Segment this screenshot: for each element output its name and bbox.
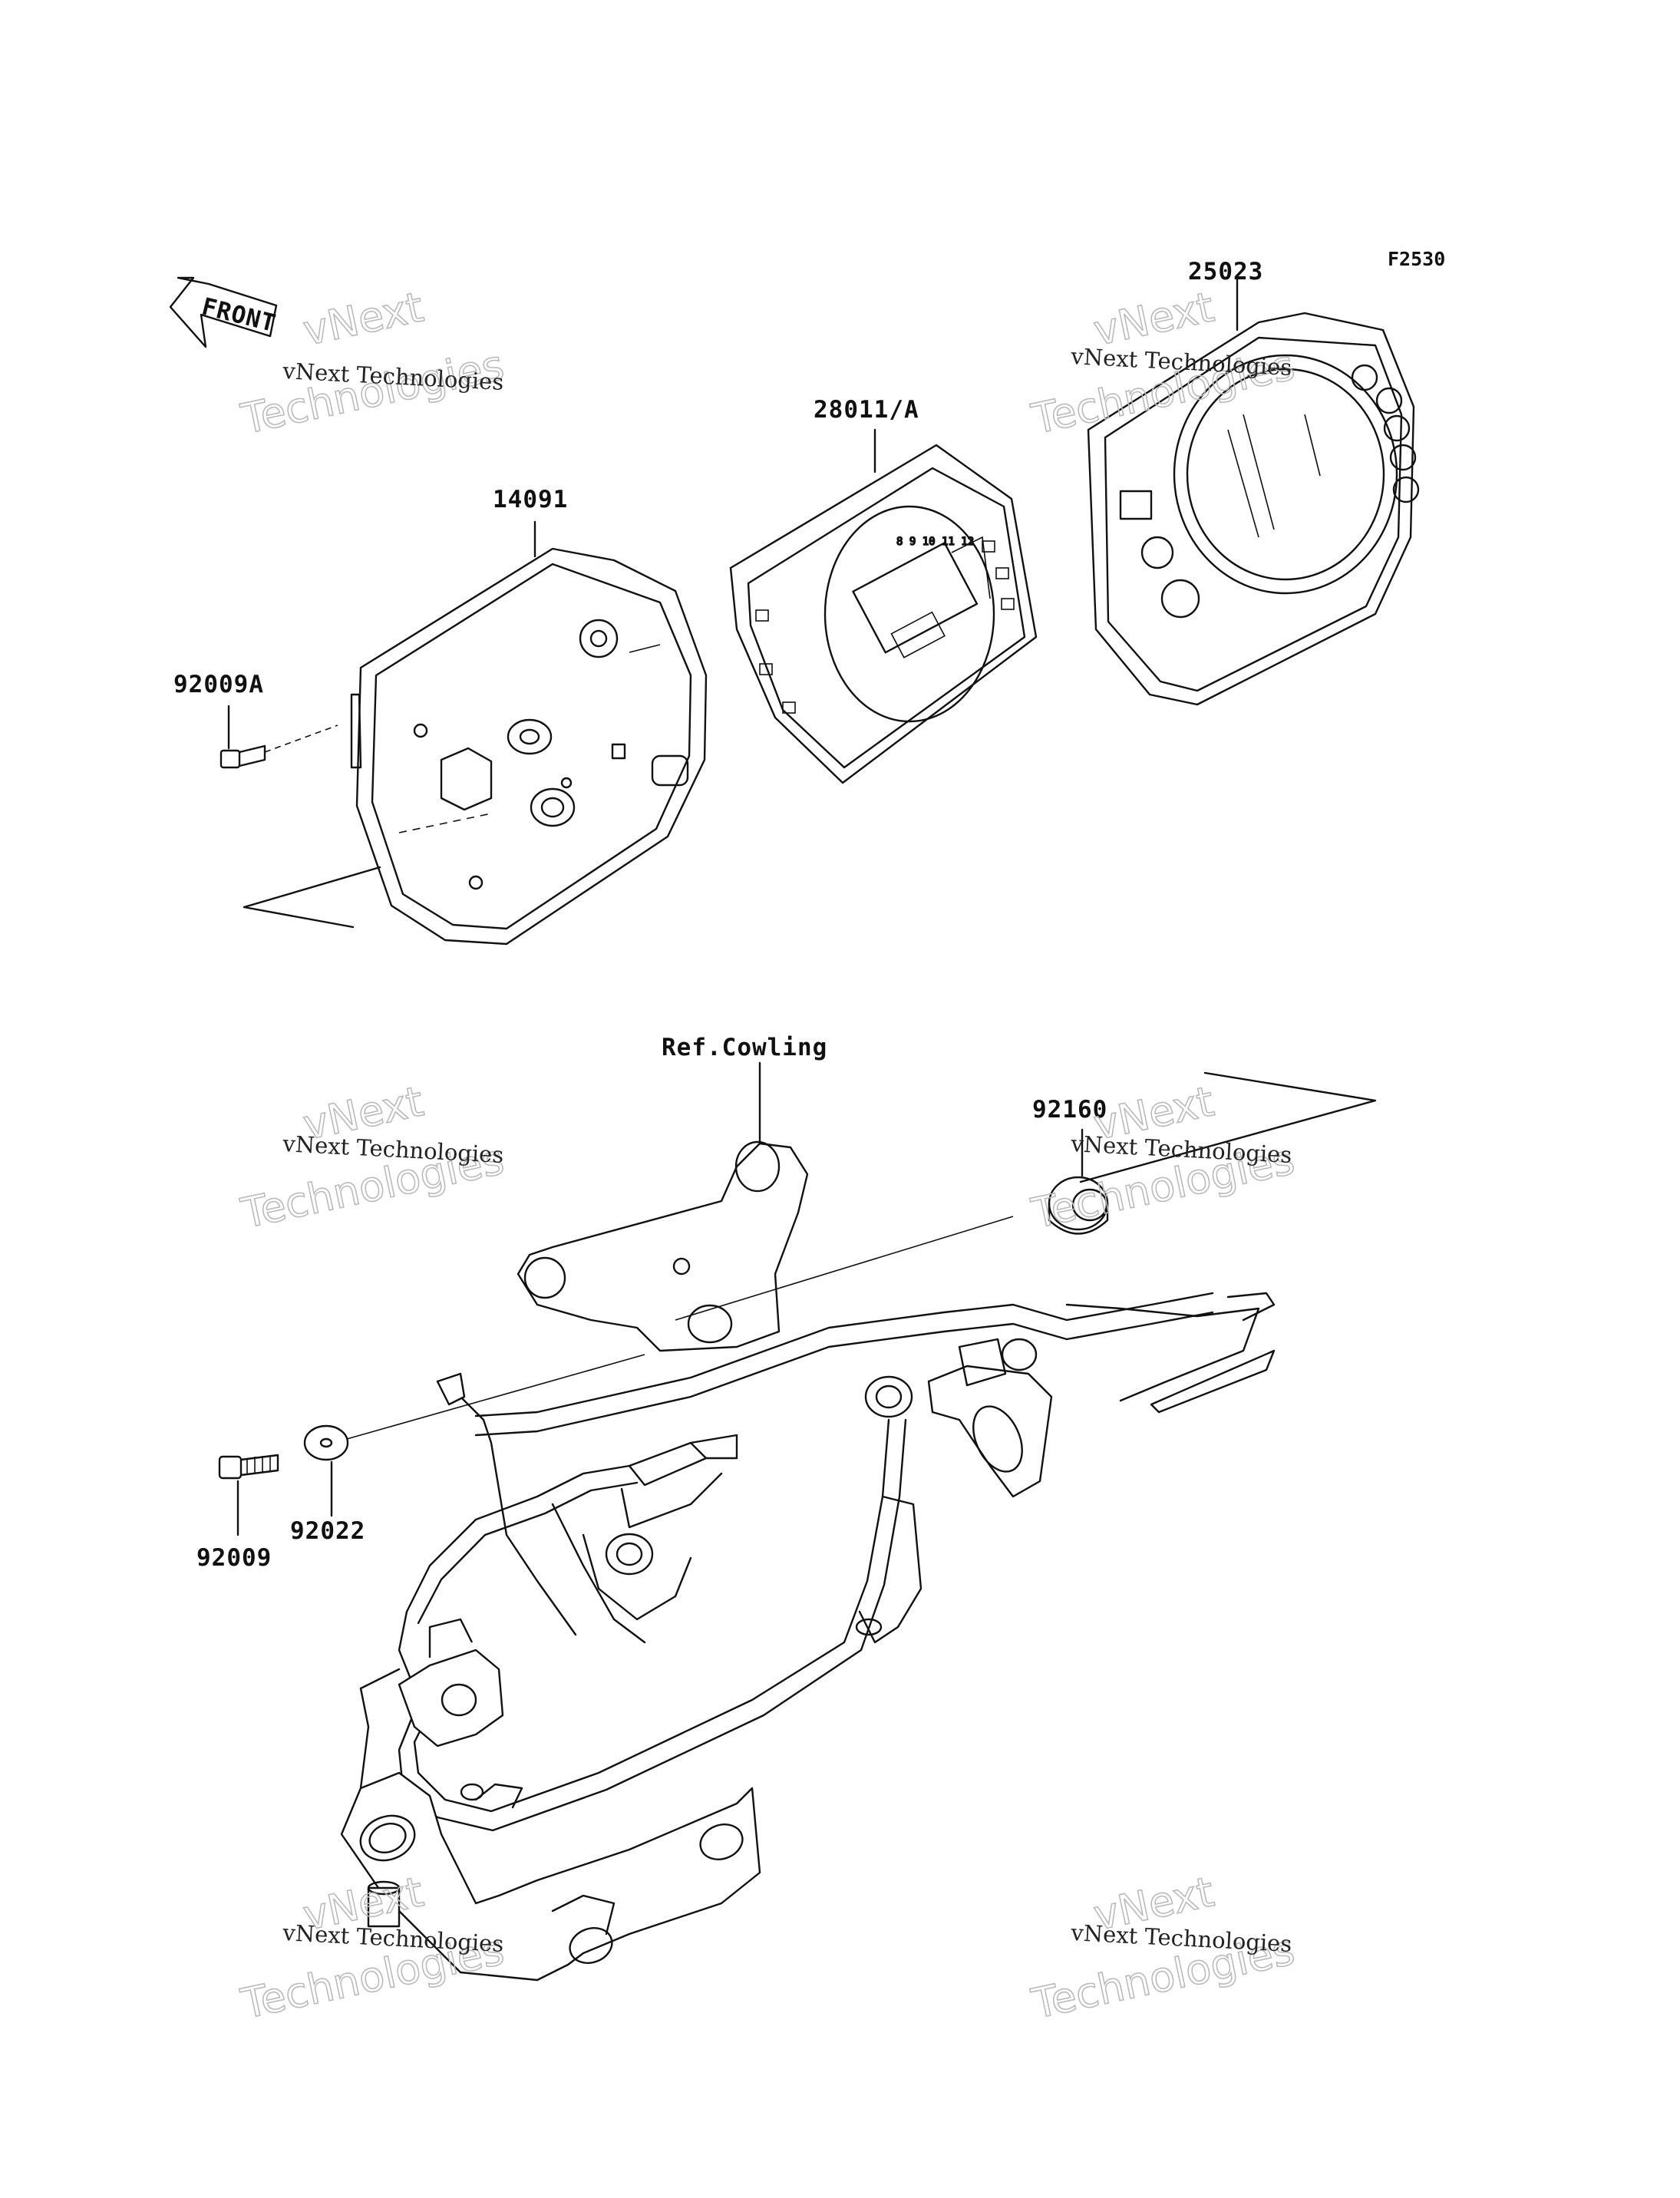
meter-unit-28011a[interactable]: 8 9 10 11 12 — [729, 444, 1038, 784]
figure-code: F2530 — [1388, 248, 1445, 270]
bolt-92009[interactable] — [218, 1454, 279, 1480]
indicator-lights — [1351, 364, 1420, 503]
part-label-28011a: 28011/A — [814, 396, 919, 424]
part-label-25023: 25023 — [1188, 258, 1263, 285]
watermark-top-left: vNext Technologies vNext Technologies — [236, 282, 509, 444]
part-label-92022: 92022 — [290, 1517, 365, 1545]
svg-text:vNext: vNext — [299, 282, 427, 355]
part-label-92009a: 92009A — [173, 671, 264, 698]
part-label-92160: 92160 — [1032, 1096, 1107, 1124]
meter-case-14091[interactable] — [350, 547, 708, 946]
part-label-14091: 14091 — [493, 486, 568, 513]
svg-text:vNext: vNext — [1090, 282, 1218, 355]
meter-connector-pins — [755, 540, 1015, 714]
ref-cowling-label: Ref.Cowling — [662, 1034, 827, 1061]
watermark-middle-left: vNext Technologies vNext Technologies — [236, 1076, 509, 1238]
watermark-bottom-right: vNext Technologies vNext Technologies — [1027, 1866, 1299, 2028]
washer-92022[interactable] — [303, 1424, 349, 1461]
grommet-92160[interactable] — [1048, 1176, 1109, 1235]
watermark-top-right: vNext Technologies vNext Technologies — [1027, 282, 1299, 444]
meter-cover-25023[interactable] — [1087, 312, 1420, 706]
screw-92009a[interactable] — [219, 724, 338, 769]
part-label-92009: 92009 — [196, 1544, 272, 1572]
front-arrow-icon: FRONT — [169, 276, 279, 348]
svg-text:8 9 10 11 12: 8 9 10 11 12 — [896, 536, 974, 548]
meter-bracket-assembly[interactable] — [340, 1140, 1276, 1982]
